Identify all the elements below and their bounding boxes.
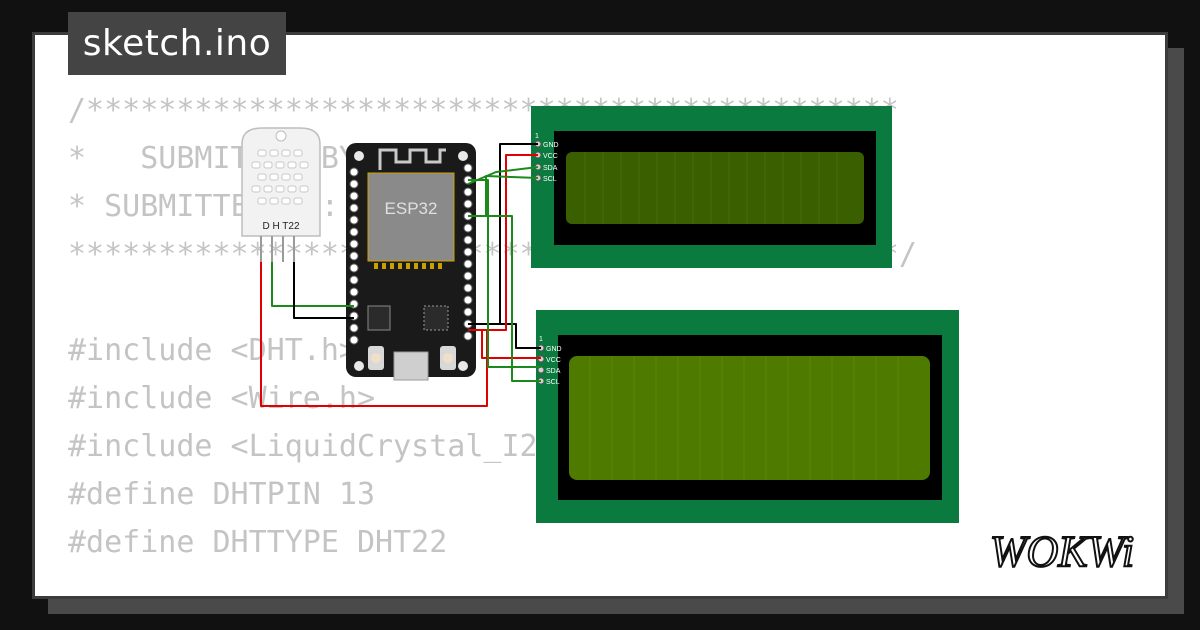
lcd2-pin-gnd: GND xyxy=(546,346,562,353)
sensor-label: D H T22 xyxy=(262,221,299,232)
wire-lcd2-sda[interactable] xyxy=(468,179,541,368)
wire-dht-vcc[interactable] xyxy=(260,262,488,407)
lcd2-pin-index: 1 xyxy=(539,336,543,343)
wire-lcd2-vcc[interactable] xyxy=(481,330,541,359)
dht22-sensor[interactable]: D H T22 xyxy=(241,127,321,262)
lcd-display-2[interactable]: 1 GND VCC SDA SCL xyxy=(536,310,959,523)
code-line: #include <DHT.h> xyxy=(68,333,357,368)
lcd1-pin-sda: SDA xyxy=(543,165,558,172)
wire-dht-data[interactable] xyxy=(271,262,354,307)
wire-lcd2-scl[interactable] xyxy=(468,215,541,382)
wires xyxy=(260,143,541,407)
wire-lcd1-vcc[interactable] xyxy=(487,154,538,331)
lcd1-pin-scl: SCL xyxy=(543,176,557,183)
code-line: #define DHTTYPE DHT22 xyxy=(68,525,448,560)
lcd-display-1[interactable]: 1 GND VCC SDA SCL xyxy=(531,106,892,268)
wire-dht-gnd[interactable] xyxy=(293,262,354,319)
lcd1-pin-index: 1 xyxy=(535,133,539,140)
lcd2-pin-vcc: VCC xyxy=(546,357,561,364)
lcd2-pin-scl: SCL xyxy=(546,379,560,386)
code-line: #define DHTPIN 13 xyxy=(68,477,376,512)
code-line: #include <Wire.h> xyxy=(68,381,376,416)
wire-lcd2-gnd[interactable] xyxy=(468,323,541,349)
wokwi-logo: WOKWi xyxy=(989,526,1135,577)
wire-lcd1-scl[interactable] xyxy=(468,175,539,217)
lcd2-pin-sda: SDA xyxy=(546,368,561,375)
lcd1-pin-gnd: GND xyxy=(543,142,559,149)
wire-lcd1-sda[interactable] xyxy=(467,166,539,185)
logo-text: WOKWi xyxy=(990,527,1134,576)
lcd1-pin-vcc: VCC xyxy=(543,153,558,160)
board-label: ESP32 xyxy=(385,199,438,218)
esp32-board[interactable]: ESP32 xyxy=(346,143,476,381)
file-tab[interactable]: sketch.ino xyxy=(68,12,286,75)
